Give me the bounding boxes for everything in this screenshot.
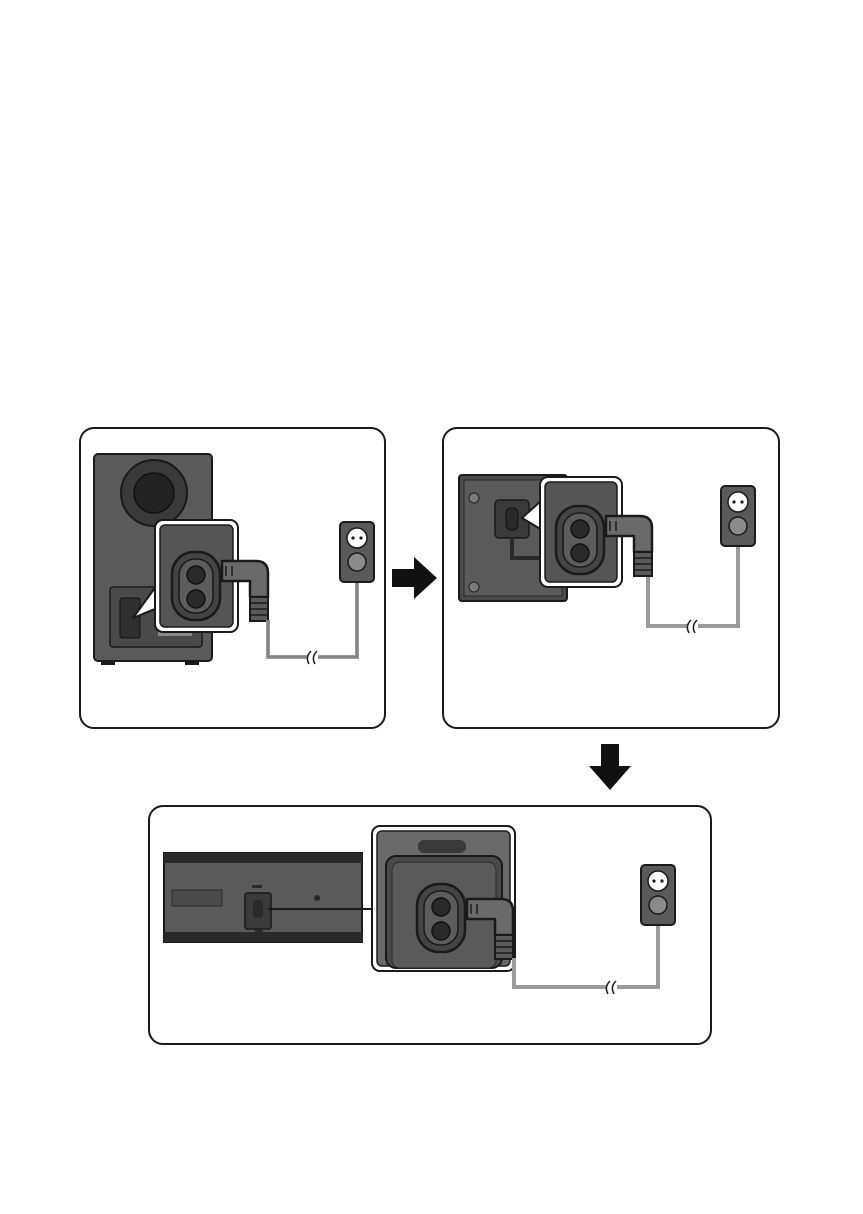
power-inlet-icon — [556, 506, 604, 574]
power-inlet-icon — [172, 552, 220, 620]
wall-outlet-icon — [641, 865, 675, 925]
wall-outlet-icon — [340, 522, 374, 582]
power-inlet-icon — [417, 884, 465, 952]
panel-subwoofer — [80, 428, 385, 728]
arrow-right-icon — [392, 557, 437, 599]
panel-soundbar — [149, 806, 711, 1044]
panel-rear-speaker — [443, 428, 779, 728]
soundbar-rear — [164, 853, 362, 942]
arrow-down-icon — [589, 744, 631, 790]
wall-outlet-icon — [721, 486, 755, 546]
